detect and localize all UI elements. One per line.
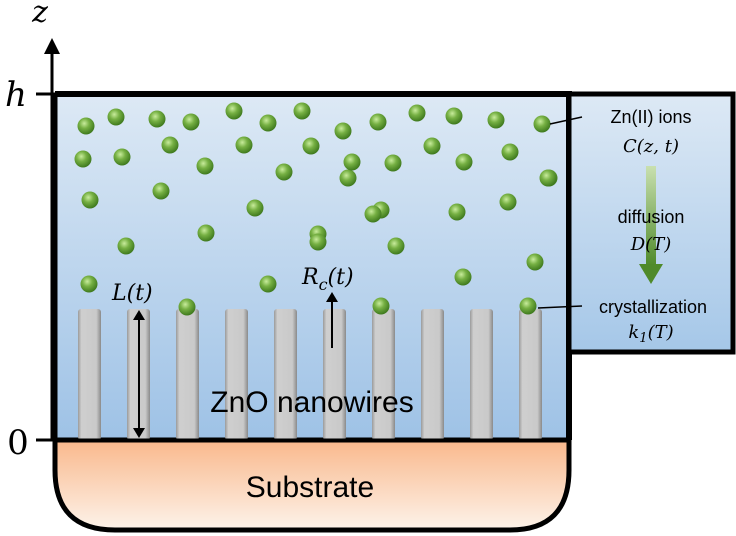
- length-label: L(t): [111, 281, 153, 306]
- zn-ion: [499, 193, 517, 211]
- z-axis-label: z: [31, 0, 48, 30]
- zn-ion: [539, 169, 557, 187]
- z-axis-arrowhead-icon: [44, 38, 60, 54]
- adsorbed-ion: [372, 297, 390, 315]
- nanowire: [519, 309, 542, 440]
- zn-ion-cloud: [74, 102, 558, 316]
- zn-ion: [454, 268, 472, 286]
- nanowire: [225, 309, 248, 440]
- diffusion-title: diffusion: [618, 207, 685, 227]
- diffusion-formula: D(T): [630, 234, 671, 255]
- zn-ion: [117, 237, 135, 255]
- zn-ion: [107, 108, 125, 126]
- nanowires-label: ZnO nanowires: [210, 386, 413, 419]
- crystal-formula: k1(T): [628, 322, 673, 346]
- zn-ion: [334, 122, 352, 140]
- zn-ion: [487, 111, 505, 129]
- nanowire: [421, 309, 444, 440]
- zn-ion: [408, 104, 426, 122]
- adsorbed-ion: [178, 298, 196, 316]
- nanowire: [470, 309, 493, 440]
- zn-ion: [77, 117, 95, 135]
- zn-ion: [148, 110, 166, 128]
- zn-ion: [80, 275, 98, 293]
- zn-ion: [423, 137, 441, 155]
- zn-ion: [182, 113, 200, 131]
- zn-ion: [339, 169, 357, 187]
- radius-arrow-icon: [326, 292, 338, 348]
- nanowire: [323, 309, 346, 440]
- ions-title: Zn(II) ions: [610, 107, 691, 127]
- zn-ion: [455, 153, 473, 171]
- zn-ion: [81, 191, 99, 209]
- zn-ion: [259, 275, 277, 293]
- length-arrow-icon: [133, 310, 145, 438]
- zn-ion: [387, 237, 405, 255]
- zn-ion: [293, 102, 311, 120]
- zn-ion: [225, 102, 243, 120]
- substrate: [52, 437, 572, 533]
- zn-ion: [113, 148, 131, 166]
- zero-tick-label: 0: [7, 423, 29, 463]
- zn-ion: [445, 107, 463, 125]
- zn-ion: [197, 224, 215, 242]
- nanowire: [274, 309, 297, 440]
- diffusion-arrow-icon: [639, 166, 663, 284]
- nanowire-array: [78, 309, 542, 440]
- zn-ion: [364, 205, 382, 223]
- zn-ion: [501, 143, 519, 161]
- zn-ion: [526, 253, 544, 271]
- substrate-label: Substrate: [246, 471, 374, 504]
- zn-ion: [275, 163, 293, 181]
- zn-ion: [259, 114, 277, 132]
- nanowire: [78, 309, 101, 440]
- zn-ion: [235, 136, 253, 154]
- zn-ion: [196, 157, 214, 175]
- crystal-title: crystallization: [599, 297, 707, 317]
- zn-ion: [246, 199, 264, 217]
- zn-ion: [152, 182, 170, 200]
- zn-ion: [448, 203, 466, 221]
- ions-formula: C(z, t): [623, 136, 679, 157]
- zn-ion: [369, 113, 387, 131]
- zn-ion: [74, 150, 92, 168]
- rc-label: Rc(t): [301, 265, 354, 294]
- zn-ion: [302, 137, 320, 155]
- zn-ion: [533, 115, 551, 133]
- zn-ion: [309, 233, 327, 251]
- ions-leader-line: [549, 116, 583, 125]
- nanowire: [176, 309, 199, 440]
- zn-ion: [161, 136, 179, 154]
- zn-ion: [384, 154, 402, 172]
- nanowire: [372, 309, 395, 440]
- zn-ion: [343, 153, 361, 171]
- h-tick-label: h: [5, 75, 27, 115]
- crystal-leader-line: [537, 305, 583, 309]
- adsorbed-ion: [519, 297, 537, 315]
